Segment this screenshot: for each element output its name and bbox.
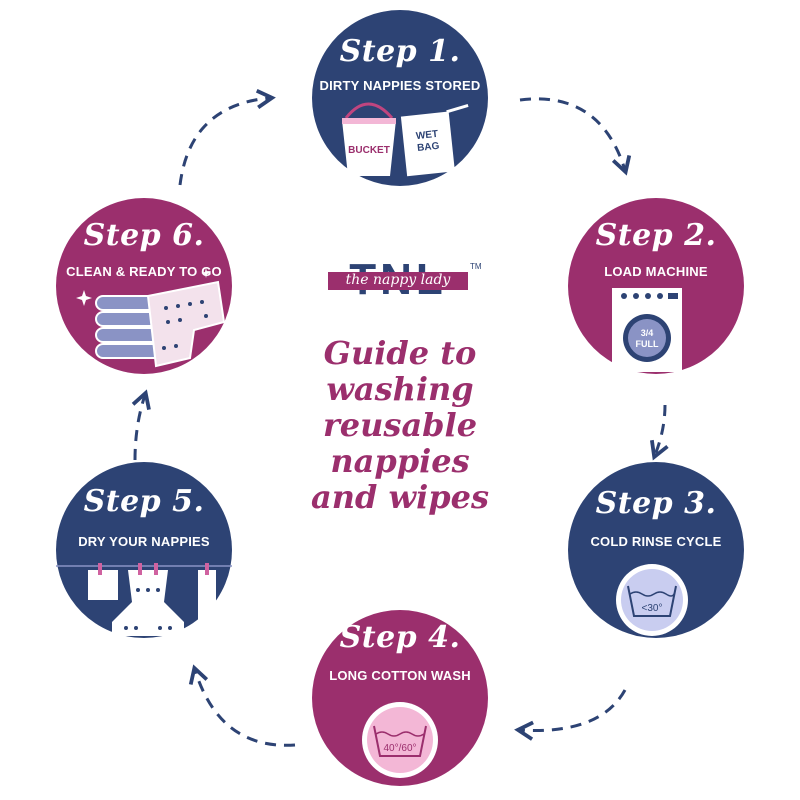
step-6-subtitle: CLEAN & READY TO GO — [66, 264, 222, 279]
step-5-title: Step 5. — [83, 484, 205, 519]
sparkle-icon — [201, 268, 211, 278]
step-4-title: Step 4. — [339, 620, 461, 655]
step-1-title: Step 1. — [339, 34, 461, 69]
step-3-circle: Step 3. COLD RINSE CYCLE <30° — [568, 462, 744, 638]
step-2-circle: Step 2. LOAD MACHINE 3/4 FULL — [568, 198, 744, 374]
step-5-subtitle: DRY YOUR NAPPIES — [78, 534, 210, 549]
load-label-line1: 3/4 — [641, 328, 654, 338]
sparkle-icon — [211, 348, 221, 358]
step-4-wash-tub-icon: 40°/60° — [362, 702, 438, 778]
wet-bag-icon: WET BAG — [400, 104, 469, 177]
step-6-circle: Step 6. CLEAN & READY TO GO — [56, 198, 232, 374]
arrow-step6-to-step1 — [178, 89, 276, 186]
arrow-step3-to-step4 — [514, 689, 627, 741]
logo-name: the nappy lady — [345, 272, 451, 288]
step-3-title: Step 3. — [595, 486, 717, 521]
step-2-title: Step 2. — [595, 218, 717, 253]
step-6-title: Step 6. — [83, 218, 205, 253]
wash-temperature-label: 40°/60° — [383, 743, 416, 754]
bucket-label: BUCKET — [348, 145, 390, 156]
tnl-logo: TNL the nappy lady TM — [328, 258, 482, 302]
arrow-step1-to-step2 — [519, 97, 632, 176]
wet-bag-label-line1: WET — [415, 129, 438, 142]
load-label-line2: FULL — [636, 339, 659, 349]
guide-line-4: nappies — [330, 442, 470, 480]
step-2-subtitle: LOAD MACHINE — [604, 264, 708, 279]
washing-line-icon — [56, 563, 232, 636]
rinse-temperature-label: <30° — [642, 603, 663, 614]
guide-line-5: and wipes — [311, 478, 489, 516]
step-4-subtitle: LONG COTTON WASH — [329, 668, 471, 683]
wet-bag-label-line2: BAG — [417, 141, 440, 154]
logo-trademark: TM — [470, 262, 482, 271]
step-4-circle: Step 4. LONG COTTON WASH 40°/60° — [312, 610, 488, 786]
step-1-subtitle: DIRTY NAPPIES STORED — [319, 78, 481, 93]
guide-line-2: washing — [326, 370, 474, 408]
sparkle-icon — [76, 290, 92, 306]
arrow-step5-to-step6 — [131, 389, 151, 461]
logo-band — [328, 272, 468, 290]
guide-line-1: Guide to — [323, 334, 477, 372]
folded-nappies-icon — [76, 268, 226, 368]
bucket-icon: BUCKET — [342, 102, 396, 176]
step-1-illustration: BUCKET WET BAG — [342, 102, 469, 177]
step-5-circle: Step 5. DRY YOUR NAPPIES — [56, 462, 232, 638]
guide-line-3: reusable — [322, 406, 478, 444]
step-3-subtitle: COLD RINSE CYCLE — [590, 534, 722, 549]
arrow-step4-to-step5 — [188, 664, 296, 747]
washing-machine-icon: 3/4 FULL — [612, 288, 682, 372]
step-1-circle: Step 1. DIRTY NAPPIES STORED BUCKET WET … — [312, 10, 488, 186]
arrow-step2-to-step3 — [650, 404, 669, 461]
guide-title: Guide to washing reusable nappies and wi… — [300, 335, 500, 515]
step-3-wash-tub-icon: <30° — [616, 564, 688, 636]
